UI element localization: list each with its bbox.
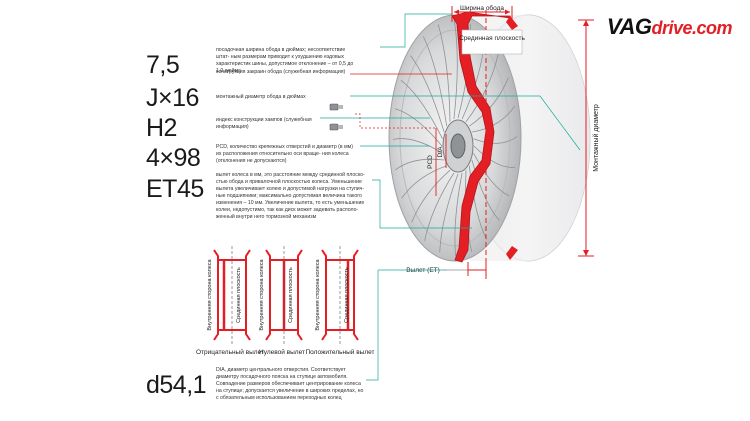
param-code-diameter: J×16 bbox=[146, 84, 199, 112]
wheel-spoke bbox=[411, 169, 451, 223]
dia-label: DIA bbox=[437, 146, 444, 158]
wheel-spoke bbox=[437, 24, 451, 122]
pcd-label: PCD bbox=[427, 155, 434, 169]
offset-type-diagram: Внутренняя сторона колеса Срединная плоск… bbox=[315, 246, 359, 344]
param-code-dia: d54,1 bbox=[146, 371, 207, 399]
wheel-spoke bbox=[454, 172, 463, 257]
wheel-spoke bbox=[471, 105, 516, 133]
param-desc-diameter: монтажный диаметр обода в дюймах bbox=[216, 94, 306, 100]
offset-type-diagram: Внутренняя сторона колеса Срединная плоск… bbox=[207, 246, 251, 344]
param-code-pcd: 4×98 bbox=[146, 144, 201, 172]
offset-type-inner-side-label: Внутренняя сторона колеса bbox=[259, 258, 265, 330]
wheel-spoke bbox=[473, 136, 518, 144]
middle-plane-label: Срединная плоскость bbox=[459, 35, 525, 42]
wheel-spoke bbox=[401, 165, 447, 199]
offset-type-rim-profile bbox=[265, 249, 303, 341]
wheel-spokes bbox=[392, 19, 518, 257]
offset-type-middle-plane-label: Срединная плоскость bbox=[344, 267, 350, 323]
param-subnote: конструкция закраин обода (служебная инф… bbox=[216, 69, 346, 75]
leader-lines-red bbox=[350, 73, 452, 129]
offset-dimension: Вылет (ET) bbox=[406, 262, 487, 276]
param-desc-dia: DIA, диаметр центрального отверстия. Соо… bbox=[216, 367, 364, 401]
wheel-spoke bbox=[465, 53, 499, 123]
offset-type-middle-plane-label: Срединная плоскость bbox=[288, 267, 294, 323]
param-desc-rim-width: посадочная ширина обода в дюймах; несоот… bbox=[216, 47, 354, 74]
wheel-spoke bbox=[453, 19, 458, 120]
offset-type-rim-profile bbox=[213, 249, 251, 341]
offset-type-inner-side-label: Внутренняя сторона колеса bbox=[207, 258, 213, 330]
offset-label: Вылет (ET) bbox=[406, 267, 440, 274]
wheel-spoke bbox=[410, 55, 445, 133]
wheel-spoke bbox=[395, 158, 445, 171]
param-code-offset: ET45 bbox=[146, 175, 204, 203]
offset-type-negative-label: Отрицательный вылет bbox=[196, 348, 264, 356]
site-logo: VAGdrive.com bbox=[606, 14, 733, 39]
rim-cross-section bbox=[451, 11, 515, 263]
offset-type-zero-label: Нулевой вылет bbox=[259, 348, 305, 356]
param-desc-hump: индекс конструкции хампов (служебная инф… bbox=[216, 117, 312, 130]
pcd-dia-dimensions: PCD DIA bbox=[427, 128, 447, 196]
wheel-spoke bbox=[423, 36, 448, 127]
wheel-spoke bbox=[473, 145, 516, 168]
valve-stem-icons bbox=[329, 103, 343, 131]
wheel-spoke bbox=[473, 153, 510, 197]
param-code-hump: H2 bbox=[146, 114, 177, 142]
middle-plane-box bbox=[461, 29, 523, 55]
offset-type-rim-profile bbox=[321, 249, 359, 341]
offset-type-diagram: Внутренняя сторона колеса Срединная плоск… bbox=[259, 246, 303, 344]
param-code-rim-width: 7,5 bbox=[146, 51, 180, 79]
wheel-spoke bbox=[392, 138, 443, 154]
wheel-spoke bbox=[439, 173, 459, 253]
mount-diameter-dimension: Монтажный диаметр bbox=[578, 19, 600, 257]
wheel-spoke bbox=[394, 108, 443, 147]
wheel-disc bbox=[388, 14, 522, 262]
wheel-spoke bbox=[424, 172, 455, 241]
wheel-spoke bbox=[468, 165, 487, 240]
mount-diameter-label: Монтажный диаметр bbox=[592, 104, 600, 172]
offset-type-positive-label: Положительный вылет bbox=[305, 348, 374, 356]
param-desc-offset: вылет колеса в мм, это расстояние между … bbox=[216, 172, 365, 220]
rim-width-label: Ширина обода bbox=[460, 4, 504, 12]
wheel-spoke bbox=[471, 159, 500, 221]
leader-lines bbox=[320, 13, 581, 381]
offset-type-inner-side-label: Внутренняя сторона колеса bbox=[315, 258, 321, 330]
offset-types-diagrams: Внутренняя сторона колеса Срединная плоск… bbox=[207, 246, 359, 344]
wheel-spoke bbox=[400, 79, 443, 139]
offset-type-middle-plane-label: Срединная плоскость bbox=[236, 267, 242, 323]
param-desc-pcd: PCD, количество крепежных отверстий и ди… bbox=[216, 144, 353, 164]
wheel-spoke bbox=[469, 77, 509, 127]
